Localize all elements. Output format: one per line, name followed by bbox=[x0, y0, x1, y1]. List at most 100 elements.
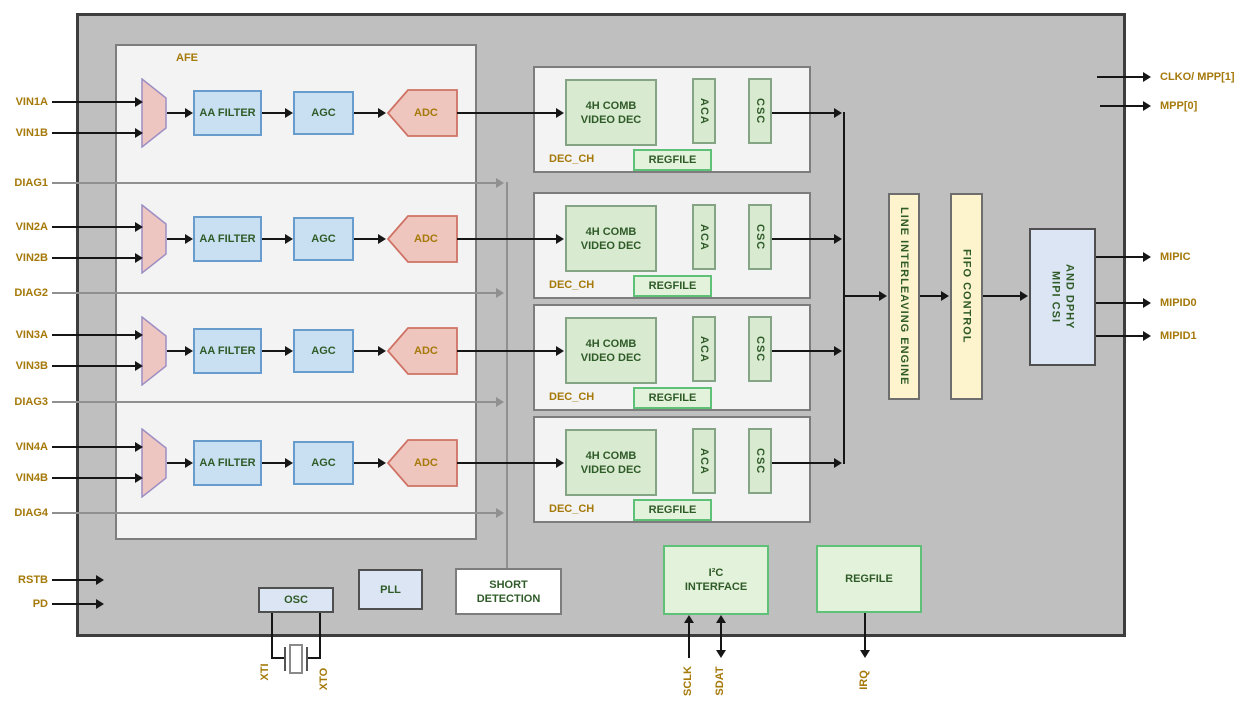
aca-block: ACA bbox=[692, 204, 716, 270]
arrow-irq bbox=[860, 650, 870, 658]
dec-ch-label: DEC_CH bbox=[549, 153, 595, 165]
arrow-vin3a bbox=[135, 330, 143, 340]
aca-label: ACA bbox=[698, 97, 710, 125]
regfile-block: REGFILE bbox=[633, 275, 712, 297]
arrow-vin1a bbox=[135, 97, 143, 107]
pin-label-vin3a: VIN3A bbox=[15, 329, 48, 341]
aa-filter-block: AA FILTER bbox=[193, 90, 262, 136]
pin-label-clko-mpp1: CLKO/ MPP[1] bbox=[1160, 71, 1235, 83]
pin-label-rstb: RSTB bbox=[18, 574, 48, 586]
crystal-plate-right bbox=[306, 647, 308, 671]
agc-block: AGC bbox=[293, 217, 354, 261]
regfile-block: REGFILE bbox=[633, 499, 712, 521]
sdat-wire bbox=[720, 622, 722, 651]
dec-ch-label: DEC_CH bbox=[549, 503, 595, 515]
pin-label-mpp0: MPP[0] bbox=[1160, 100, 1198, 112]
arrow-vin2b bbox=[135, 253, 143, 263]
diag3-line bbox=[52, 401, 497, 403]
aa-filter-block: AA FILTER bbox=[193, 328, 262, 374]
aca-label: ACA bbox=[698, 335, 710, 363]
aca-block: ACA bbox=[692, 316, 716, 382]
pin-label-vin1a: VIN1A bbox=[15, 96, 48, 108]
arrow-pd bbox=[96, 599, 104, 609]
arrow-mipid0 bbox=[1143, 298, 1151, 308]
aa-filter-block: AA FILTER bbox=[193, 440, 262, 486]
pin-label-xto: XTO bbox=[318, 667, 330, 691]
aca-label: ACA bbox=[698, 223, 710, 251]
csc-block: CSC bbox=[748, 204, 772, 270]
pin-label-mipic: MIPIC bbox=[1160, 251, 1191, 263]
sclk-wire bbox=[688, 622, 690, 658]
video-dec-block: 4H COMB VIDEO DEC bbox=[565, 79, 657, 146]
pin-label-mipid0: MIPID0 bbox=[1160, 297, 1197, 309]
i2c-label-line2: INTERFACE bbox=[684, 581, 748, 593]
csc-block: CSC bbox=[748, 316, 772, 382]
line-interleaving-engine-block: LINE INTERLEAVING ENGINE bbox=[888, 193, 920, 400]
adc-label: ADC bbox=[414, 233, 438, 245]
input-mux bbox=[141, 428, 167, 498]
arrow-mpp0 bbox=[1143, 101, 1151, 111]
xto-wire bbox=[319, 613, 321, 659]
aca-block: ACA bbox=[692, 428, 716, 494]
agc-block: AGC bbox=[293, 441, 354, 485]
csc-label: CSC bbox=[754, 223, 766, 251]
pin-label-sdat: SDAT bbox=[714, 666, 726, 696]
csc-label: CSC bbox=[754, 97, 766, 125]
arrow-clko bbox=[1143, 72, 1151, 82]
pin-label-diag1: DIAG1 bbox=[14, 177, 48, 189]
regfile-block: REGFILE bbox=[633, 387, 712, 409]
arrow-sdat-out bbox=[716, 650, 726, 658]
diag-bus bbox=[506, 182, 508, 568]
regfile-bottom-block: REGFILE bbox=[816, 545, 922, 613]
aa-filter-block: AA FILTER bbox=[193, 216, 262, 262]
csc-block: CSC bbox=[748, 78, 772, 144]
dec-output-bus bbox=[843, 112, 845, 464]
mipi-label-line1: MIPI CSI bbox=[1049, 270, 1062, 323]
irq-wire bbox=[864, 613, 866, 651]
arrow-vin4b bbox=[135, 473, 143, 483]
pin-label-sclk: SCLK bbox=[682, 666, 694, 696]
aca-block: ACA bbox=[692, 78, 716, 144]
mipi-label-line2: AND DPHY bbox=[1063, 264, 1076, 330]
dec-ch-label: DEC_CH bbox=[549, 279, 595, 291]
fifo-control-label: FIFO CONTROL bbox=[960, 249, 973, 344]
arrow-sclk-in bbox=[684, 615, 694, 623]
arrow-sdat-in bbox=[716, 615, 726, 623]
short-detection-block: SHORT DETECTION bbox=[455, 568, 562, 615]
crystal-plate-left bbox=[284, 647, 286, 671]
video-dec-block: 4H COMB VIDEO DEC bbox=[565, 429, 657, 496]
csc-block: CSC bbox=[748, 428, 772, 494]
pin-label-vin2b: VIN2B bbox=[15, 252, 48, 264]
pin-label-diag2: DIAG2 bbox=[14, 287, 48, 299]
adc-label: ADC bbox=[414, 107, 438, 119]
arrow-vin4a bbox=[135, 442, 143, 452]
pin-label-xti: XTI bbox=[259, 663, 271, 681]
pin-label-vin1b: VIN1B bbox=[15, 127, 48, 139]
pin-label-diag3: DIAG3 bbox=[14, 396, 48, 408]
i2c-interface-block: I²C INTERFACE bbox=[663, 545, 769, 615]
arrow-mipic bbox=[1143, 252, 1151, 262]
pin-label-vin3b: VIN3B bbox=[15, 360, 48, 372]
short-detection-label: SHORT DETECTION bbox=[476, 578, 541, 605]
video-dec-block: 4H COMB VIDEO DEC bbox=[565, 205, 657, 272]
line-interleaving-engine-label: LINE INTERLEAVING ENGINE bbox=[898, 207, 910, 386]
diag4-line bbox=[52, 512, 497, 514]
mipi-csi-dphy-block: MIPI CSI AND DPHY bbox=[1029, 228, 1096, 366]
aca-label: ACA bbox=[698, 447, 710, 475]
fifo-control-block: FIFO CONTROL bbox=[950, 193, 983, 400]
crystal-body bbox=[289, 644, 303, 674]
csc-label: CSC bbox=[754, 447, 766, 475]
arrow-vin3b bbox=[135, 361, 143, 371]
csc-label: CSC bbox=[754, 335, 766, 363]
adc-label: ADC bbox=[414, 345, 438, 357]
pin-label-mipid1: MIPID1 bbox=[1160, 330, 1197, 342]
pll-block: PLL bbox=[358, 569, 423, 610]
input-mux bbox=[141, 316, 167, 386]
pin-label-diag4: DIAG4 bbox=[14, 507, 48, 519]
i2c-label-line1: I²C bbox=[708, 567, 724, 579]
agc-block: AGC bbox=[293, 329, 354, 373]
pin-label-pd: PD bbox=[32, 598, 48, 610]
arrow-vin1b bbox=[135, 128, 143, 138]
dec-ch-label: DEC_CH bbox=[549, 391, 595, 403]
input-mux bbox=[141, 204, 167, 274]
